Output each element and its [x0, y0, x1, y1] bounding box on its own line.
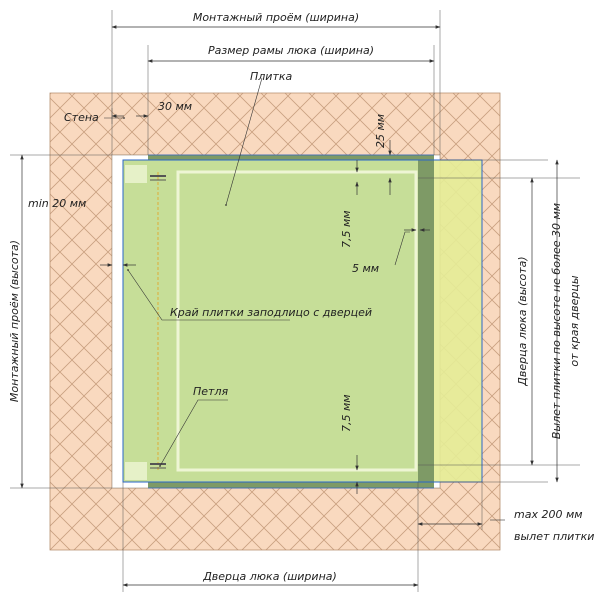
label-min-20: min 20 мм [28, 197, 86, 210]
label-gap-7-5-bottom: 7,5 мм [340, 394, 353, 432]
label-gap-30: 30 мм [158, 100, 192, 113]
label-hinge: Петля [193, 385, 228, 398]
label-tile-overhang-line1: Вылет плитки по высоте не более 30 мм [550, 203, 563, 439]
leader-lines [104, 77, 505, 521]
label-tile-overhang: вылет плитки [514, 530, 594, 543]
label-max-200: max 200 мм [514, 508, 583, 521]
dimension-lines [20, 25, 559, 587]
label-gap-7-5-top: 7,5 мм [340, 210, 353, 248]
label-tile-overhang-line2: от края дверцы [568, 275, 581, 366]
hinge-strip-top [125, 165, 147, 183]
label-tile-edge-flush: Край плитки заподлицо с дверцей [170, 306, 372, 319]
extension-lines [10, 10, 580, 592]
door-tile-panel [123, 160, 418, 482]
hinge-strip-bottom [125, 462, 147, 480]
tile-outline [122, 159, 483, 483]
label-door-height: Дверца люка (высота) [516, 256, 529, 386]
label-opening-width: Монтажный проём (ширина) [193, 11, 359, 24]
label-wall: Стена [64, 111, 99, 124]
label-tile: Плитка [250, 70, 293, 83]
label-opening-height: Монтажный проём (высота) [8, 240, 21, 402]
door-inner-edge [176, 170, 418, 472]
hinge-bottom [150, 463, 166, 469]
label-door-width: Дверца люка (ширина) [202, 570, 337, 583]
label-gap-5: 5 мм [352, 262, 379, 275]
hinge-top [150, 175, 166, 181]
label-frame-width: Размер рамы люка (ширина) [208, 44, 374, 57]
label-gap-25: 25 мм [374, 114, 387, 148]
tile-overhang-area [434, 160, 482, 482]
